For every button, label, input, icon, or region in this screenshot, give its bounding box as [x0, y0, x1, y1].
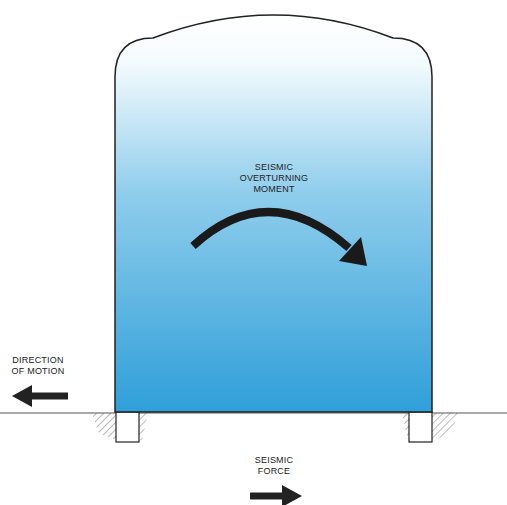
annotation-label: SEISMIC FORCE	[246, 455, 302, 477]
soil-hatch	[402, 413, 458, 442]
moment-arrow	[193, 212, 349, 248]
footing	[409, 412, 432, 442]
footing	[116, 412, 139, 442]
tank-outline	[113, 12, 435, 414]
tank-label: SEISMIC OVERTURNING MOMENT	[234, 162, 314, 195]
tank-node: SEISMIC OVERTURNING MOMENT	[113, 12, 435, 414]
soil-hatch	[92, 413, 148, 442]
annotation-label: DIRECTION OF MOTION	[5, 355, 71, 377]
motion-arrow	[12, 385, 68, 407]
tank-shell	[115, 15, 432, 412]
moment-arrowhead	[339, 237, 367, 266]
force-arrow	[250, 485, 302, 505]
